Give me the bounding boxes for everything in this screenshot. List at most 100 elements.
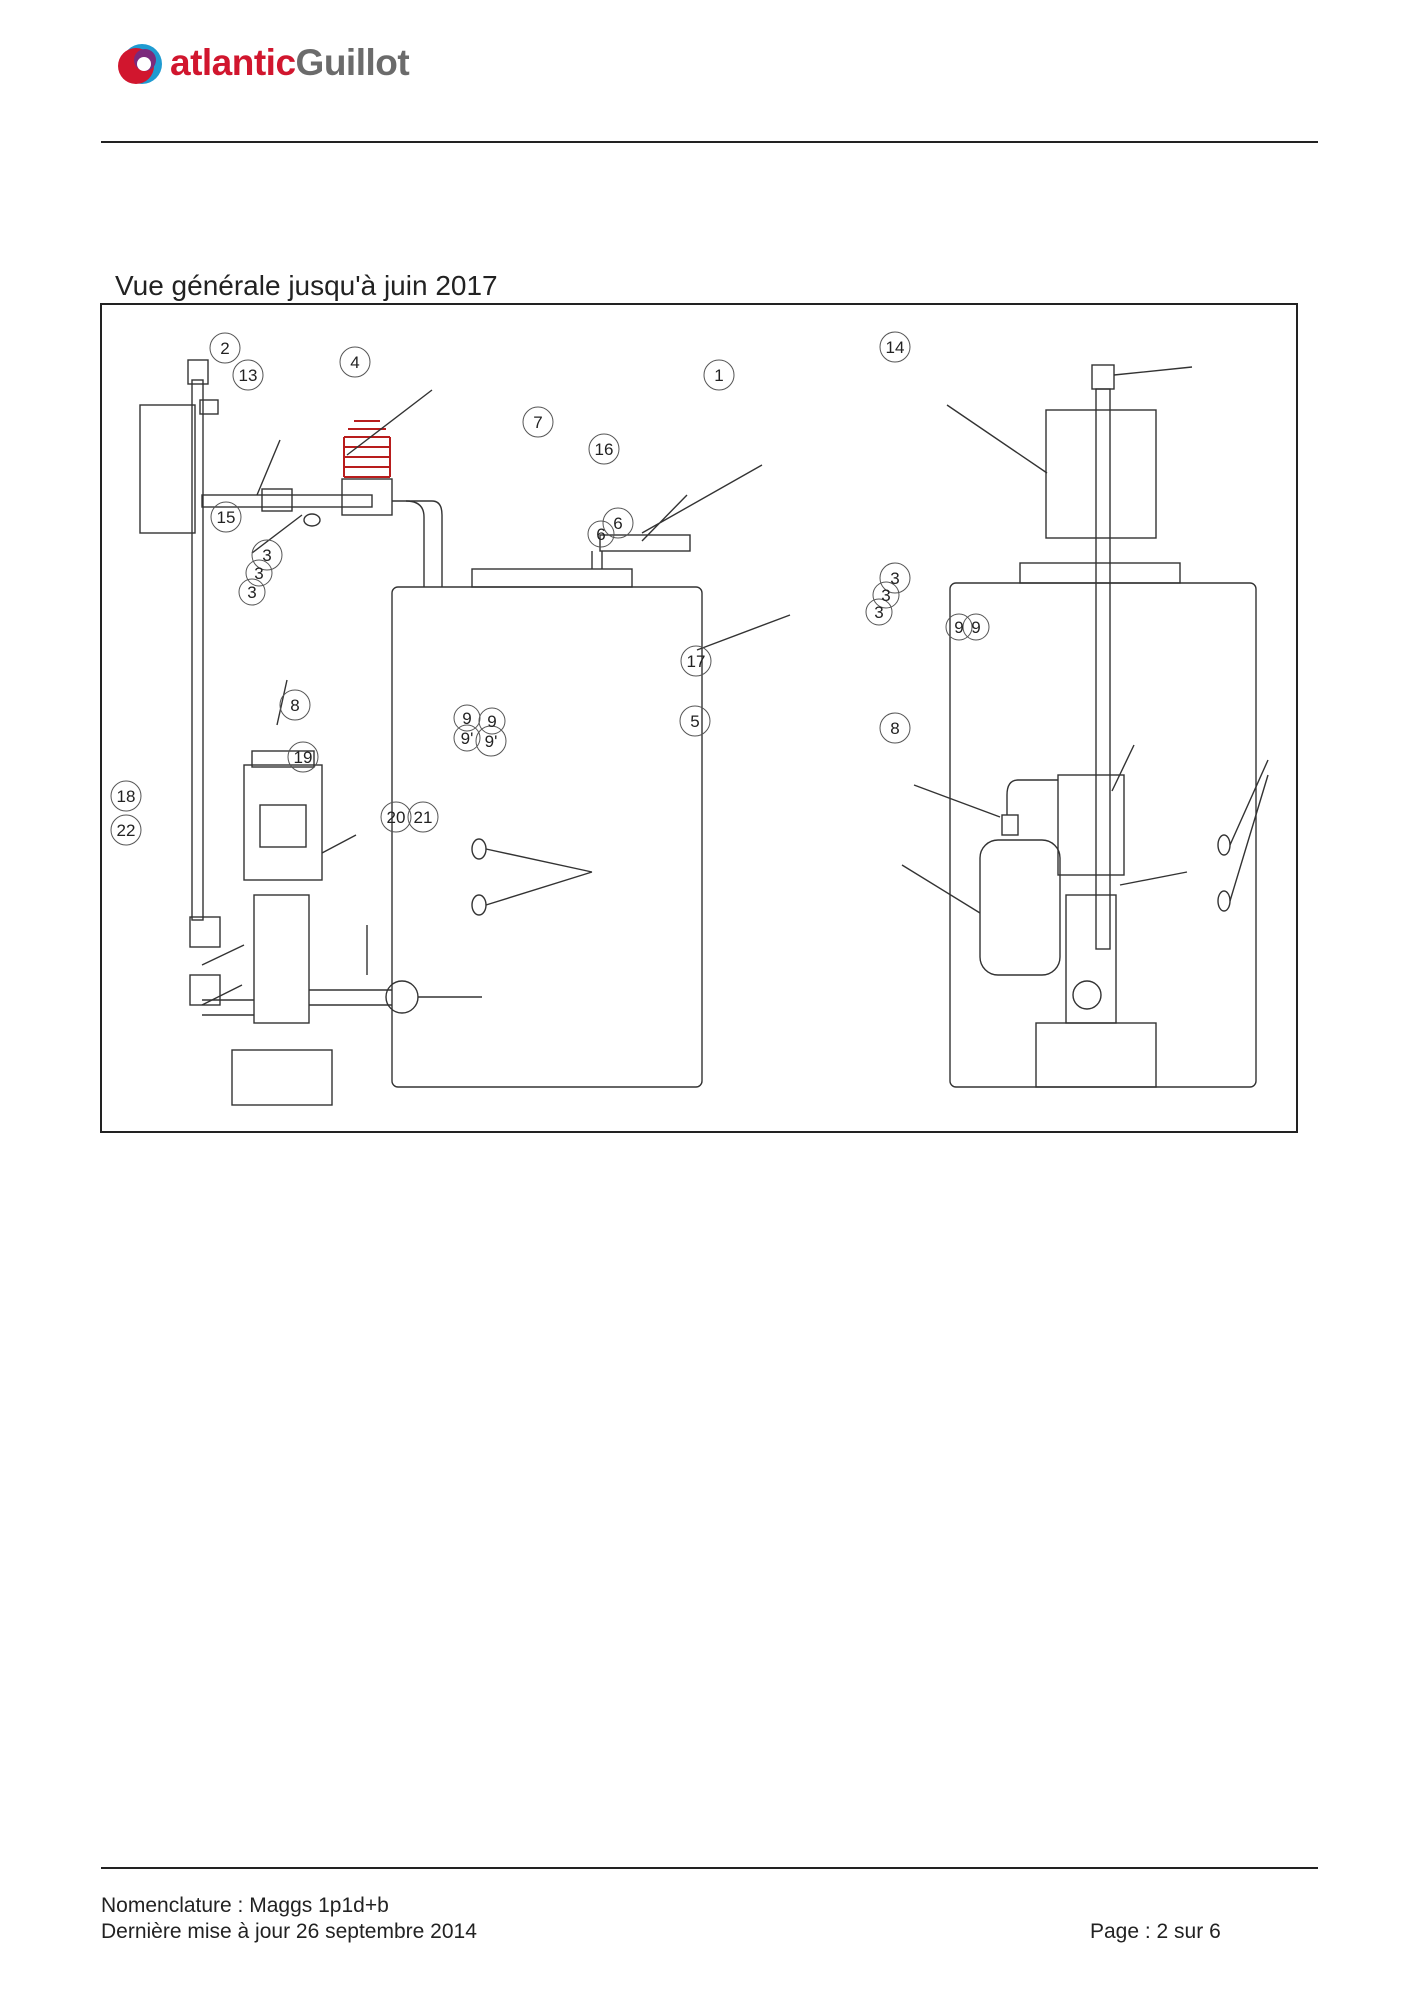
tank-top-valve — [599, 534, 691, 552]
balloon-text: 9' — [461, 729, 474, 748]
balloon-9-side-a — [945, 613, 973, 641]
drain-valve — [303, 513, 321, 527]
balloon-9c — [453, 724, 481, 752]
balloon-text: 4 — [350, 353, 359, 372]
pump-base-side — [1035, 1022, 1157, 1088]
balloon-text: 9 — [487, 712, 496, 731]
balloon-4 — [339, 346, 371, 378]
balloon-3e — [872, 581, 900, 609]
vertical-pipe — [191, 379, 204, 921]
vessel-valve — [1001, 814, 1019, 836]
balloon-9-side-b — [962, 613, 990, 641]
pump-motor — [243, 764, 323, 881]
level-sensor-side-low — [1217, 890, 1231, 912]
logo-brand: atlantic — [170, 42, 296, 83]
tank-side-lid — [1019, 562, 1181, 584]
balloon-9d — [475, 725, 507, 757]
balloon-15 — [210, 501, 242, 533]
balloon-16 — [588, 433, 620, 465]
drawing-canvas: 2 13 4 1 7 16 15 3 3 3 6 6 14 3 3 3 9 9 … — [110, 331, 1269, 1106]
level-sensor-low — [471, 894, 487, 916]
balloon-9a — [453, 704, 481, 732]
pressure-vessel — [979, 839, 1061, 976]
balloon-text: 19 — [294, 748, 313, 767]
balloon-6b — [602, 507, 634, 539]
section-title: Vue générale jusqu'à juin 2017 — [115, 270, 498, 301]
balloon-text: 7 — [533, 413, 542, 432]
balloon-text: 9 — [971, 618, 980, 637]
balloon-22 — [110, 814, 142, 846]
balloon-text: 9 — [954, 618, 963, 637]
balloon-text: 14 — [886, 338, 905, 357]
balloon-text: 17 — [687, 652, 706, 671]
balloon-text: 5 — [690, 712, 699, 731]
tank-lid — [471, 568, 633, 588]
balloon-6a — [587, 520, 615, 548]
balloon-3f — [865, 598, 893, 626]
balloon-text: 1 — [714, 366, 723, 385]
red-spring — [343, 420, 391, 478]
balloon-text: 6 — [613, 514, 622, 533]
pump-body-side — [1065, 894, 1117, 1024]
balloon-8 — [279, 689, 311, 721]
balloon-text: 3 — [874, 603, 883, 622]
balloon-21 — [407, 801, 439, 833]
balloon-text: 8 — [890, 719, 899, 738]
footer-nomenclature: Nomenclature : Maggs 1p1d+b — [101, 1894, 389, 1917]
filter-valve — [261, 488, 293, 512]
balloon-group — [110, 331, 990, 846]
side-pipe — [1006, 779, 1058, 815]
balloon-3d — [879, 562, 911, 594]
brand-logo: atlanticGuillot — [118, 40, 498, 96]
balloon-text: 3 — [890, 569, 899, 588]
balloon-8-side — [879, 712, 911, 744]
balloon-text: 3 — [881, 586, 890, 605]
balloon-3a — [251, 539, 283, 571]
balloon-9b — [478, 707, 506, 735]
pump-base — [231, 1049, 333, 1106]
balloon-text: 8 — [290, 696, 299, 715]
balloon-7 — [522, 406, 554, 438]
tank-connection — [385, 980, 419, 1014]
balloon-20 — [380, 801, 412, 833]
balloon-text: 20 — [387, 808, 406, 827]
logo-brand-secondary: Guillot — [295, 42, 410, 83]
outlet-pipe — [392, 500, 443, 587]
level-sensor-side-high — [1217, 834, 1231, 856]
balloon-text: 13 — [239, 366, 258, 385]
control-box — [139, 404, 196, 534]
technical-drawing: 2 13 4 1 7 16 15 3 3 3 6 6 14 3 3 3 9 9 … — [100, 303, 1298, 1133]
balloon-3c — [238, 578, 266, 606]
tank-side — [949, 582, 1257, 1088]
control-box-side — [1045, 409, 1157, 539]
balloon-19 — [287, 741, 319, 773]
balloon-text: 22 — [117, 821, 136, 840]
balloon-3b — [245, 559, 273, 587]
balloon-texts: 2 13 4 1 7 16 15 3 3 3 6 6 14 3 3 3 9 9 … — [117, 338, 981, 840]
balloon-2 — [209, 332, 241, 364]
logo-mark-icon — [118, 44, 162, 84]
balloon-text: 3 — [262, 546, 271, 565]
footer-last-update: Dernière mise à jour 26 septembre 2014 — [101, 1920, 477, 1943]
balloon-text: 16 — [595, 440, 614, 459]
footer-page-number: Page : 2 sur 6 — [1090, 1920, 1221, 1943]
header-rule — [101, 141, 1318, 143]
balloon-text: 3 — [254, 564, 263, 583]
balloon-text: 9 — [462, 709, 471, 728]
top-valve — [187, 359, 209, 385]
balloon-18 — [110, 780, 142, 812]
balloon-1 — [703, 359, 735, 391]
logo-wordmark: atlanticGuillot — [170, 42, 410, 84]
level-sensor-high — [471, 838, 487, 860]
balloon-text: 2 — [220, 339, 229, 358]
footer-rule — [101, 1867, 1318, 1869]
balloon-17 — [680, 645, 712, 677]
balloon-14 — [879, 331, 911, 363]
pressure-switch — [199, 399, 219, 415]
relief-valve-body — [341, 478, 393, 516]
top-valve-side — [1091, 364, 1115, 390]
tank-front — [391, 586, 703, 1088]
balloon-text: 15 — [217, 508, 236, 527]
balloon-5 — [679, 705, 711, 737]
bottom-valve — [189, 916, 221, 948]
